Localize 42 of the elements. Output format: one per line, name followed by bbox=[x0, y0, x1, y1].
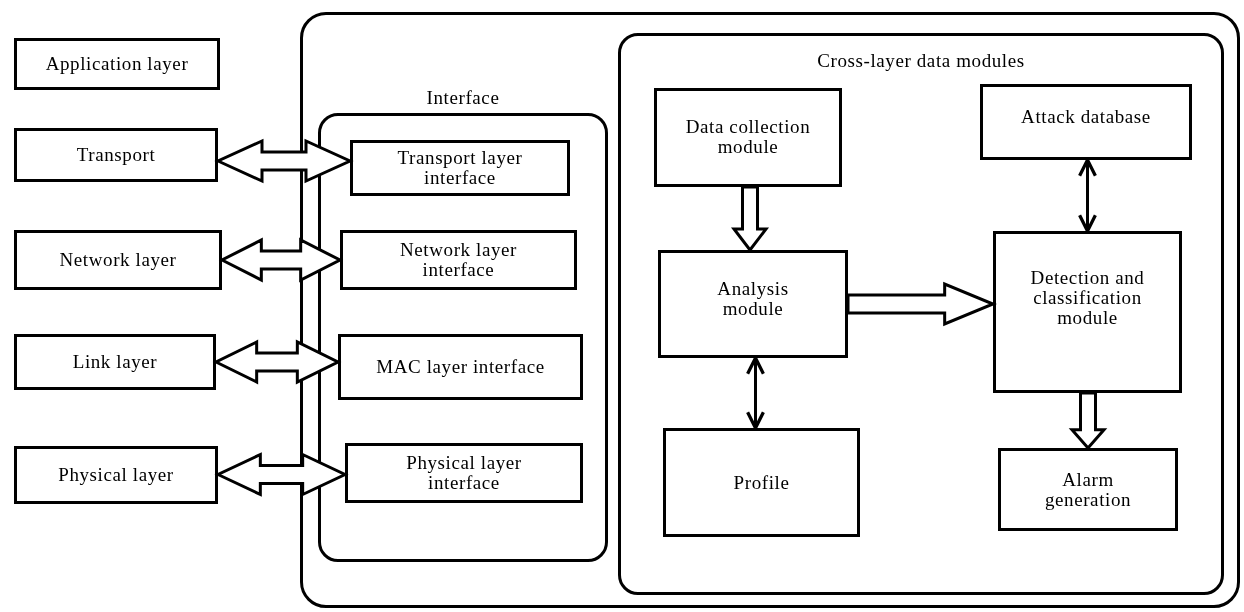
process-box bbox=[663, 428, 860, 537]
process-box bbox=[350, 140, 570, 196]
process-box bbox=[345, 443, 583, 503]
box-label: Network layer bbox=[59, 250, 177, 270]
box-label: Attack database bbox=[1021, 107, 1151, 127]
box-label: MAC layer interface bbox=[376, 357, 545, 377]
process-box bbox=[14, 334, 216, 390]
block-arrow bbox=[212, 339, 342, 385]
box-label: Physical layer bbox=[58, 465, 174, 485]
box-label: Detection and classification module bbox=[1029, 268, 1146, 328]
process-box bbox=[14, 128, 218, 182]
box-label: Analysis module bbox=[716, 279, 790, 319]
process-box bbox=[993, 231, 1182, 393]
process-box bbox=[980, 84, 1192, 160]
group-heading: Cross-layer data modules bbox=[816, 51, 1026, 71]
process-box bbox=[14, 446, 218, 504]
box-label: Link layer bbox=[72, 352, 158, 372]
process-box bbox=[14, 230, 222, 290]
box-label: Transport layer interface bbox=[396, 148, 524, 188]
process-box bbox=[998, 448, 1178, 531]
process-box bbox=[658, 250, 848, 358]
process-box bbox=[338, 334, 583, 400]
process-box bbox=[340, 230, 577, 290]
arrow bbox=[746, 356, 765, 430]
box-label: Application layer bbox=[45, 54, 189, 74]
container-panel bbox=[300, 12, 1240, 608]
process-box bbox=[654, 88, 842, 187]
group-heading: Interface bbox=[425, 88, 501, 108]
process-box bbox=[14, 38, 220, 90]
group-panel bbox=[618, 33, 1224, 595]
block-arrow bbox=[214, 452, 349, 497]
block-arrow bbox=[214, 138, 354, 184]
block-arrow bbox=[730, 185, 770, 253]
box-label: Profile bbox=[733, 472, 790, 493]
box-label: Alarm generation bbox=[1043, 469, 1133, 510]
block-arrow bbox=[1068, 391, 1108, 451]
arrow bbox=[1078, 158, 1097, 233]
box-label: Data collection module bbox=[684, 117, 812, 157]
block-arrow bbox=[846, 281, 997, 327]
box-label: Transport bbox=[76, 145, 156, 165]
box-label: Network layer interface bbox=[399, 240, 518, 280]
box-label: Physical layer interface bbox=[405, 453, 523, 493]
